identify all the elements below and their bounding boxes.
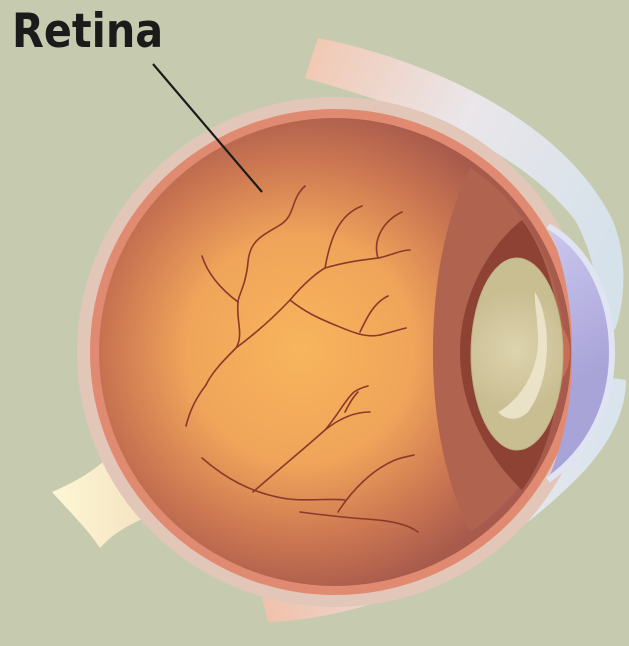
retina-label: Retina <box>12 2 163 62</box>
lens <box>471 258 563 450</box>
